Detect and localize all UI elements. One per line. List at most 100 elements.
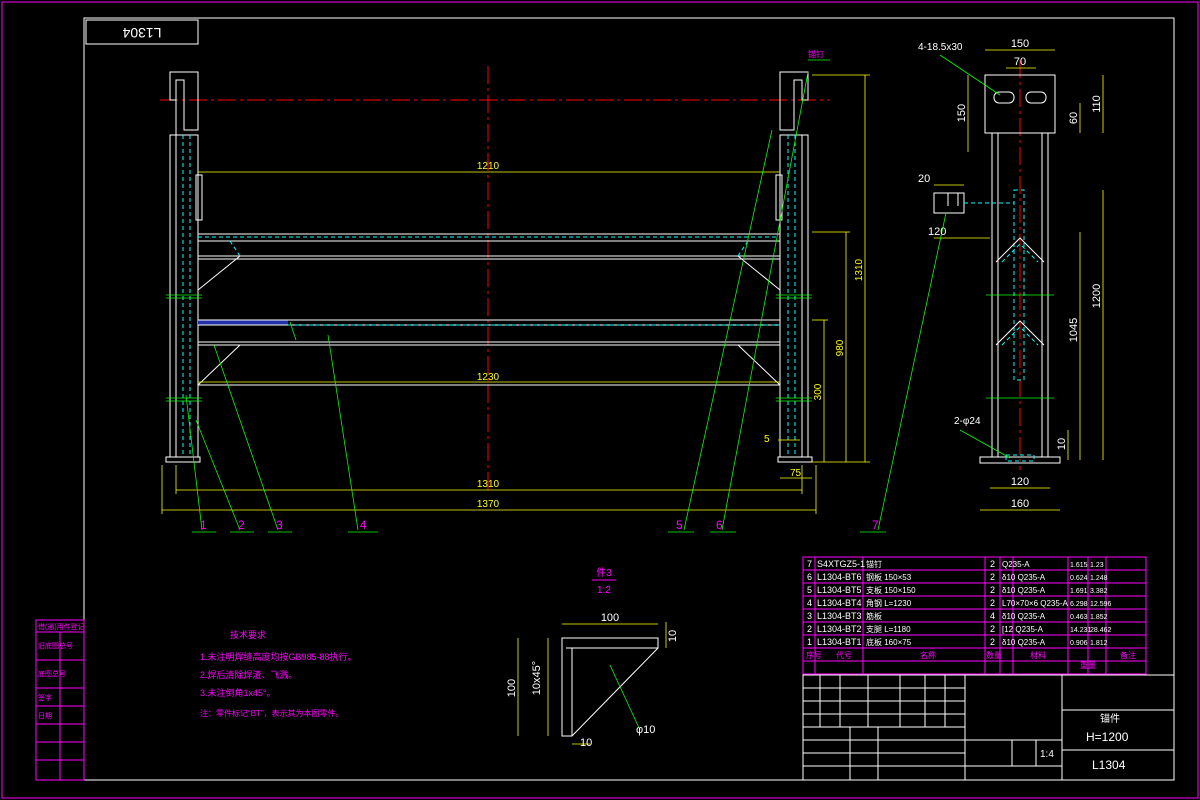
callout-7: 7 bbox=[872, 518, 879, 532]
bom-row-7-material: Q235-A bbox=[1002, 560, 1030, 569]
bom-row-6-no: 6 bbox=[807, 572, 812, 582]
bom-header-note: 备注 bbox=[1120, 650, 1136, 660]
side-table-cell-1: 旧底图总号 bbox=[38, 641, 73, 650]
technical-notes: 技术要求 1.未注明焊缝高度均按GB985-88执行。 2.焊后清除焊渣、飞溅。… bbox=[200, 629, 357, 718]
bom-header-qty: 数量 bbox=[986, 650, 1002, 660]
callout-3: 3 bbox=[276, 518, 283, 532]
stamp-text: L1304 bbox=[122, 25, 161, 41]
side-dim-60: 60 bbox=[1068, 112, 1080, 124]
bom-row-2-desc: 支腿 L=1180 bbox=[866, 624, 911, 634]
bom-row-5-material: δ10 Q235-A bbox=[1002, 586, 1046, 595]
side-table-cell-4: 日期 bbox=[38, 712, 52, 720]
bom-row-1-unit-weight: 0.906 bbox=[1070, 640, 1088, 647]
dim-980: 980 bbox=[835, 339, 846, 356]
callout-6: 6 bbox=[716, 518, 723, 532]
side-table-cell-3: 签字 bbox=[38, 693, 52, 702]
side-dim-1045: 1045 bbox=[1068, 318, 1080, 342]
note-4: 注：零件标记“BT”，表示其为本图零件。 bbox=[200, 708, 344, 718]
bom-row-4-material: L70×70×6 Q235-A bbox=[1002, 599, 1068, 608]
bom-row-6-unit-weight: 0.624 bbox=[1070, 575, 1088, 582]
detail-title: 件3 bbox=[596, 567, 612, 579]
bom-row-6-desc: 钢板 150×53 bbox=[866, 572, 912, 582]
dim-1310-vertical: 1310 bbox=[854, 258, 865, 281]
bom-row-3-material: δ10 Q235-A bbox=[1002, 612, 1046, 621]
note-3: 3.未注倒角1x45°。 bbox=[200, 687, 276, 698]
bom-row-5-qty: 2 bbox=[990, 585, 995, 595]
callout-2: 2 bbox=[238, 518, 245, 532]
bom-row-7-no: 7 bbox=[807, 559, 812, 569]
bom-row-6-total-weight: 1.248 bbox=[1090, 575, 1108, 582]
bom-row-5-no: 5 bbox=[807, 585, 812, 595]
side-dim-120a: 120 bbox=[928, 226, 946, 238]
bom-row-7-code: S4XTGZ5-1 bbox=[817, 559, 865, 569]
bom-row-2-code: L1304-BT2 bbox=[817, 624, 862, 634]
bom-row-6-qty: 2 bbox=[990, 572, 995, 582]
dim-1310-horizontal: 1310 bbox=[477, 479, 500, 490]
bom-row-1-total-weight: 1.812 bbox=[1090, 640, 1108, 647]
dim-1370: 1370 bbox=[477, 499, 500, 510]
bom-row-1-code: L1304-BT1 bbox=[817, 637, 862, 647]
bom-row-2-material: [12 Q235-A bbox=[1002, 625, 1044, 634]
bom-row-4-desc: 角钢 L=1230 bbox=[866, 598, 912, 608]
detail-dim-10x45: 10x45° bbox=[531, 661, 543, 695]
dim-1210: 1210 bbox=[477, 161, 500, 172]
detail-scale: 1:2 bbox=[597, 585, 611, 596]
bom-row-5-total-weight: 3.382 bbox=[1090, 588, 1108, 595]
dim-300: 300 bbox=[813, 383, 824, 400]
bom-row-2-total-weight: 28.462 bbox=[1090, 627, 1112, 634]
bom-row-6-code: L1304-BT6 bbox=[817, 572, 862, 582]
title-scale: 1:4 bbox=[1040, 749, 1054, 760]
dim-75: 75 bbox=[790, 468, 802, 479]
note-2: 2.焊后清除焊渣、飞溅。 bbox=[200, 669, 298, 680]
side-view: 150 70 110 60 150 20 120 1200 1045 10 12… bbox=[877, 38, 1104, 531]
callout-labels: 1 2 3 4 5 6 7 bbox=[192, 518, 886, 533]
side-table-cell-0: 借(通)用件登记 bbox=[38, 622, 85, 631]
bom-row-5-unit-weight: 1.691 bbox=[1070, 588, 1088, 595]
callout-5: 5 bbox=[676, 518, 683, 532]
bom-row-1-desc: 底板 160×75 bbox=[866, 637, 912, 647]
hole-note-2: 2-φ24 bbox=[954, 416, 981, 427]
bom-row-6-material: δ10 Q235-A bbox=[1002, 573, 1046, 582]
detail-dim-10b: 10 bbox=[580, 737, 592, 749]
bom-row-2-qty: 2 bbox=[990, 624, 995, 634]
label-anchor: 锚钉 bbox=[808, 49, 824, 59]
bom-row-3-code: L1304-BT3 bbox=[817, 611, 862, 621]
title-spec: H=1200 bbox=[1086, 730, 1129, 744]
side-dim-160: 160 bbox=[1011, 498, 1029, 510]
bom-row-7-desc: 锚钉 bbox=[866, 559, 882, 569]
bom-row-4-total-weight: 12.596 bbox=[1090, 601, 1112, 608]
bom-row-4-qty: 2 bbox=[990, 598, 995, 608]
bom-row-5-code: L1304-BT5 bbox=[817, 585, 862, 595]
hole-note-1: 4-18.5x30 bbox=[918, 42, 963, 53]
notes-heading: 技术要求 bbox=[230, 629, 266, 640]
title-name: 锚件 bbox=[1100, 713, 1120, 725]
side-dim-120b: 120 bbox=[1011, 476, 1029, 488]
bom-header-no: 序号 bbox=[806, 650, 822, 660]
side-register-table: 借(通)用件登记 旧底图总号 底图总号 签字 日期 bbox=[35, 619, 85, 781]
callout-4: 4 bbox=[360, 518, 367, 532]
bom-header-weight: 重量 bbox=[1080, 660, 1096, 670]
detail-part-3: 件3 1:2 100 10 100 10x45° 10 φ10 bbox=[506, 567, 679, 749]
bom-row-1-qty: 2 bbox=[990, 637, 995, 647]
front-view: 1210 1230 1310 1370 1310 980 300 5 75 锚钉 bbox=[160, 49, 870, 531]
side-dim-150-v: 150 bbox=[956, 104, 968, 122]
callout-1: 1 bbox=[200, 518, 207, 532]
bom-row-3-total-weight: 1.852 bbox=[1090, 614, 1108, 621]
bom-row-4-code: L1304-BT4 bbox=[817, 598, 862, 608]
dim-5: 5 bbox=[764, 434, 770, 445]
detail-dim-100-v: 100 bbox=[506, 679, 518, 697]
dim-1230: 1230 bbox=[477, 372, 500, 383]
detail-dim-10a: 10 bbox=[667, 630, 679, 642]
side-table-cell-2: 底图总号 bbox=[38, 669, 66, 678]
side-dim-20: 20 bbox=[918, 173, 930, 185]
title-block: 锚件 H=1200 L1304 1:4 bbox=[802, 674, 1175, 781]
bom-row-3-unit-weight: 0.463 bbox=[1070, 614, 1088, 621]
bom-row-1-no: 1 bbox=[807, 637, 812, 647]
bom-row-7-total-weight: 1.23 bbox=[1090, 562, 1104, 569]
title-code: L1304 bbox=[1092, 758, 1126, 772]
bom-header-code: 代号 bbox=[836, 650, 852, 660]
stamp-box: L1304 bbox=[85, 19, 199, 45]
side-dim-10: 10 bbox=[1056, 438, 1068, 450]
